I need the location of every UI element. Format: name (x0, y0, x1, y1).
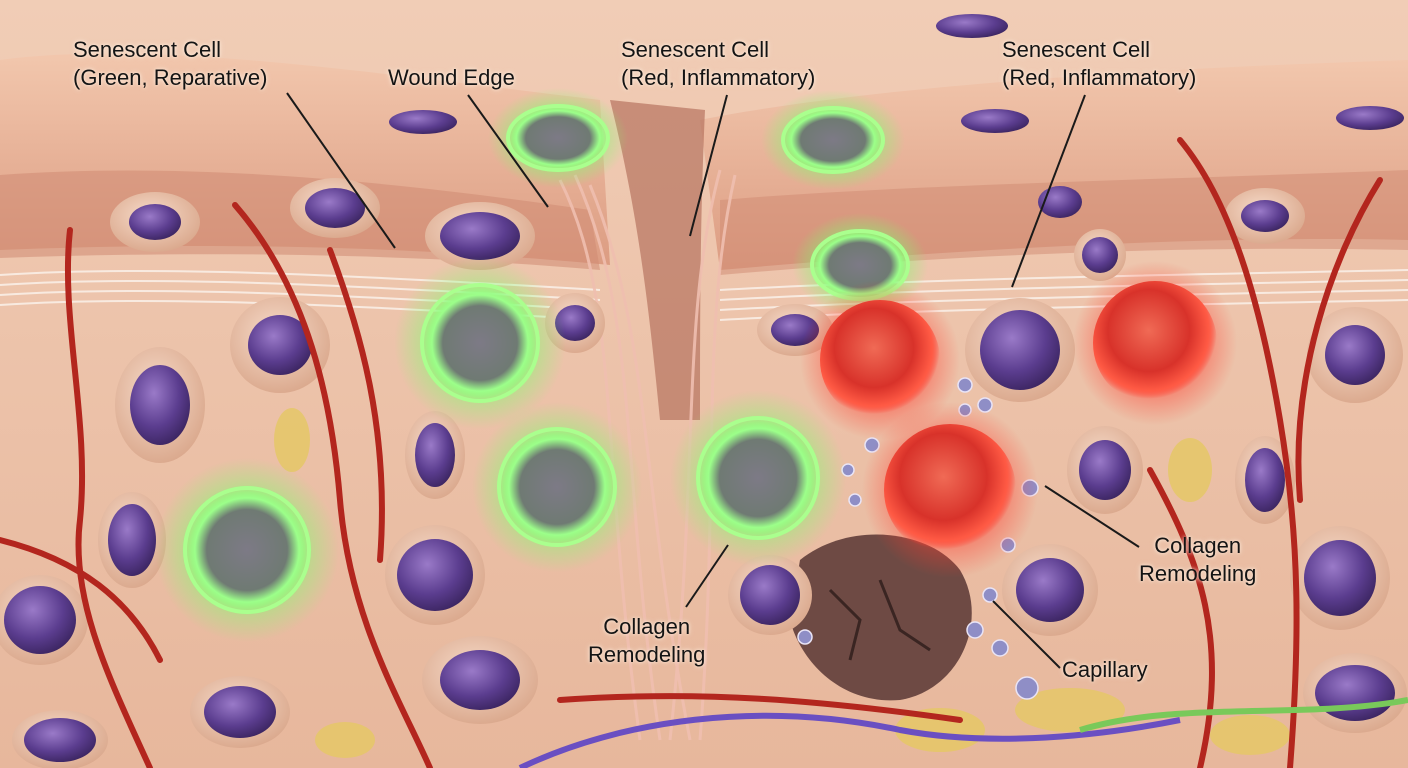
label-wound-edge-line1: Wound Edge (388, 65, 515, 90)
senescent-cell-inflammatory (862, 402, 1038, 578)
label-collagen-left-line1: Collagen (603, 614, 691, 639)
senescent-cell-reparative (761, 90, 905, 190)
label-collagen-right: Collagen Remodeling (1139, 532, 1256, 588)
senescent-cell-reparative (472, 402, 642, 572)
fat-globules (274, 408, 1290, 758)
normal-cells (0, 14, 1407, 768)
label-collagen-right-line1: Collagen (1154, 533, 1242, 558)
tissue-damage (790, 534, 972, 701)
label-capillary: Capillary (1062, 656, 1148, 684)
senescent-cell-reparative (670, 390, 846, 566)
senescent-cell-inflammatory (1073, 261, 1237, 425)
label-capillary-line1: Capillary (1062, 657, 1148, 682)
label-collagen-right-line2: Remodeling (1139, 561, 1257, 586)
label-senescent-green-line1: Senescent Cell (73, 37, 221, 62)
green-fiber (1079, 697, 1408, 733)
senescent-cell-reparative (155, 458, 339, 642)
label-senescent-red-right: Senescent Cell (Red, Inflammatory) (1002, 36, 1196, 92)
nerve-fiber (518, 712, 1181, 768)
label-collagen-left: Collagen Remodeling (588, 613, 705, 669)
label-senescent-red-center-line2: (Red, Inflammatory) (621, 65, 816, 90)
label-senescent-green-line2: (Green, Reparative) (73, 65, 268, 90)
senescent-cell-reparative (394, 257, 566, 429)
label-senescent-red-center-line1: Senescent Cell (621, 37, 769, 62)
wound-gap (610, 100, 705, 420)
label-senescent-red-right-line2: (Red, Inflammatory) (1002, 65, 1197, 90)
senescent-cell-inflammatory (800, 280, 960, 440)
label-wound-edge: Wound Edge (388, 64, 515, 92)
label-collagen-left-line2: Remodeling (588, 642, 706, 667)
senescent-cell-reparative (488, 88, 628, 188)
blood-vessels (0, 137, 1383, 768)
label-senescent-red-right-line1: Senescent Cell (1002, 37, 1150, 62)
label-senescent-green: Senescent Cell (Green, Reparative) (73, 36, 267, 92)
label-senescent-red-center: Senescent Cell (Red, Inflammatory) (621, 36, 815, 92)
